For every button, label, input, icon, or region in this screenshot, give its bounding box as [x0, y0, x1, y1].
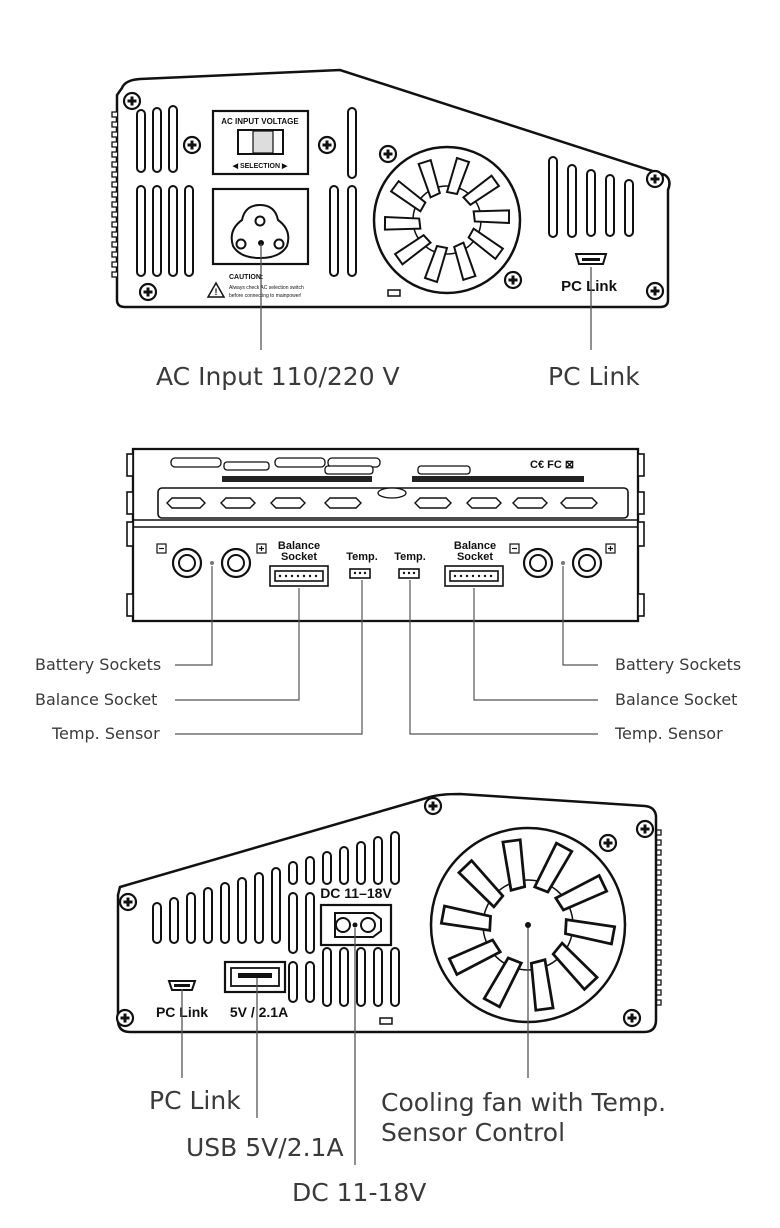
- caution-line-2: before connecting to mainpower!: [229, 293, 302, 299]
- callout-dc: DC 11-18V: [292, 1178, 427, 1207]
- caution-line-1: Always check AC selection switch: [229, 285, 304, 291]
- callout-fan-line-2: Sensor Control: [381, 1118, 566, 1147]
- svg-text:!: !: [215, 287, 218, 297]
- callout-temp-right: Temp. Sensor: [615, 724, 723, 743]
- rear-pc-link-label: PC Link: [561, 278, 617, 295]
- switch-title: AC INPUT VOLTAGE: [221, 117, 299, 126]
- side-panel: DC 11–18V PC Link 5V / 2.1A: [115, 792, 662, 1165]
- callout-ac-input: AC Input 110/220 V: [156, 362, 400, 391]
- callout-usb: USB 5V/2.1A: [186, 1133, 344, 1162]
- callout-rear-pc-link: PC Link: [548, 362, 640, 391]
- svg-text:C€ FC ⊠: C€ FC ⊠: [530, 459, 574, 471]
- switch-selection: ◀ SELECTION ▶: [232, 163, 288, 170]
- front-balance-label-left-1: Balance: [278, 540, 320, 552]
- callout-battery-right: Battery Sockets: [615, 655, 742, 674]
- front-balance-label-right-1: Balance: [454, 540, 496, 552]
- rear-panel: AC INPUT VOLTAGE ◀ SELECTION ▶ ! CAUTION…: [111, 68, 671, 350]
- side-dc-label: DC 11–18V: [320, 885, 392, 901]
- caution-title: CAUTION:: [229, 274, 263, 281]
- front-balance-label-right-2: Socket: [457, 551, 493, 563]
- callout-battery-left: Battery Sockets: [35, 655, 162, 674]
- side-usb-label: 5V / 2.1A: [230, 1004, 288, 1020]
- callout-balance-left: Balance Socket: [35, 690, 158, 709]
- callout-temp-left: Temp. Sensor: [52, 724, 160, 743]
- cooling-fan-icon: [429, 826, 627, 1024]
- front-temp-label-right: Temp.: [394, 551, 426, 563]
- rear-fan-icon: [372, 145, 522, 295]
- front-balance-label-left-2: Socket: [281, 551, 317, 563]
- front-panel: C€ FC ⊠ Balance Socket Temp.: [126, 447, 645, 735]
- front-temp-label-left: Temp.: [346, 551, 378, 563]
- callout-side-pc-link: PC Link: [149, 1086, 241, 1115]
- callout-fan-line-1: Cooling fan with Temp.: [381, 1088, 667, 1117]
- callout-balance-right: Balance Socket: [615, 690, 738, 709]
